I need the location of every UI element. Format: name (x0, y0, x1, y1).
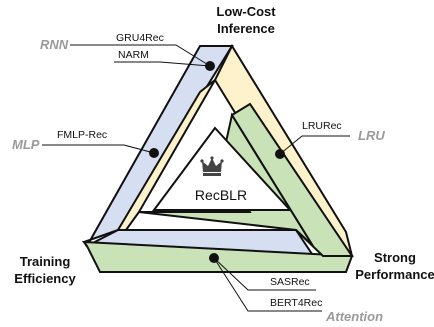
attention-leader (213, 257, 322, 312)
lru-leader (279, 135, 350, 155)
blue-face (82, 45, 234, 248)
corner-right-line1: Strong (374, 250, 416, 265)
arch-lru: LRU (358, 128, 385, 143)
lru-marker (275, 149, 285, 159)
arch-attention: Attention (325, 309, 383, 324)
corner-top-line2: Inference (217, 21, 275, 36)
crown-icon (200, 156, 224, 176)
corner-left-line1: Training (20, 254, 71, 269)
mlp-marker (149, 148, 159, 158)
corner-top-line1: Low-Cost (216, 4, 276, 19)
model-gru4rec: GRU4Rec (116, 32, 164, 44)
model-bert4rec: BERT4Rec (270, 297, 322, 309)
rnn-leader (70, 44, 211, 67)
mlp-leader (42, 144, 155, 154)
inner-hole (152, 126, 293, 211)
attention-marker (209, 253, 219, 263)
model-fmlp-rec: FMLP-Rec (57, 129, 107, 141)
yellow-face-inner (116, 79, 216, 231)
center-label: RecBLR (195, 187, 247, 203)
green-face-right (230, 102, 354, 257)
corner-right-line2: Performance (355, 267, 434, 282)
model-lrurec: LRURec (302, 120, 342, 132)
corner-left-line2: Efficiency (14, 271, 76, 286)
model-sasrec: SASRec (270, 276, 310, 288)
arch-rnn: RNN (40, 37, 69, 52)
model-narm: NARM (118, 49, 149, 61)
rnn-marker (205, 61, 215, 71)
arch-mlp: MLP (12, 137, 40, 152)
